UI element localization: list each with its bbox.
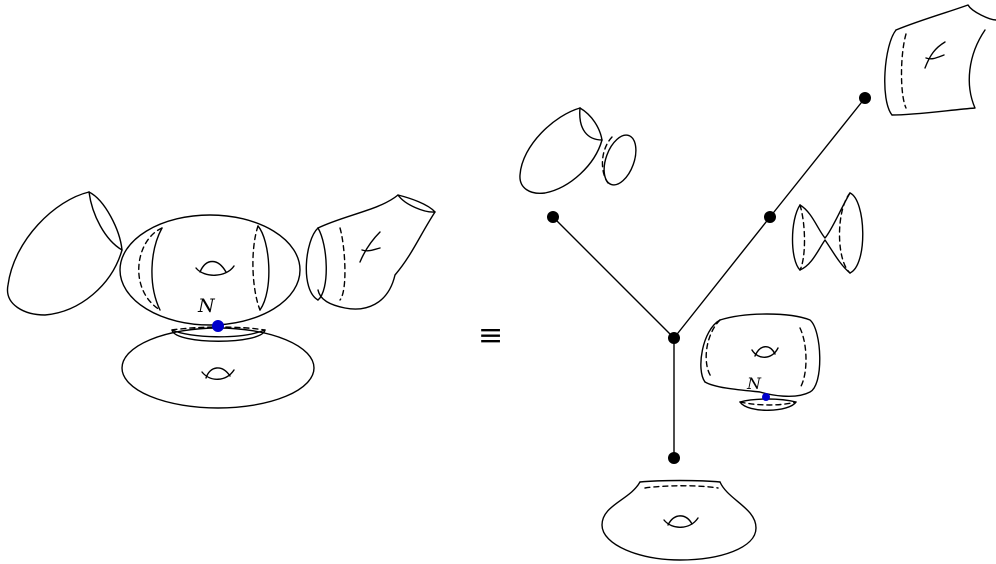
node-point xyxy=(212,320,224,332)
right-tube-component xyxy=(305,194,436,310)
genus-handle-bottom xyxy=(195,265,235,276)
nodal-surface: N xyxy=(6,191,436,409)
handle-curve xyxy=(924,41,946,69)
graph-vertex xyxy=(547,211,559,223)
graph-vertex xyxy=(668,332,680,344)
bottom-genus-piece xyxy=(601,479,757,561)
handle-curve xyxy=(359,231,381,263)
lower-handle-top xyxy=(667,515,693,526)
graph-vertex xyxy=(764,211,776,223)
genus-handle-bottom xyxy=(751,347,779,358)
node-label: N xyxy=(197,295,216,317)
cylinder-piece xyxy=(791,192,864,274)
lower-genus-component xyxy=(121,326,315,409)
left-bowl-component xyxy=(6,191,123,316)
central-genus-component xyxy=(119,214,301,326)
genus-handle-top xyxy=(754,346,776,357)
genus-piece-with-node: N xyxy=(700,313,821,411)
tube-piece xyxy=(884,4,996,116)
handle-curve-2 xyxy=(361,247,381,252)
graph-vertex xyxy=(668,452,680,464)
node-point xyxy=(762,393,770,401)
node-label: N xyxy=(746,374,762,393)
graph-edge xyxy=(769,97,866,218)
graph-edge xyxy=(673,216,771,339)
handle-curve-2 xyxy=(925,54,945,60)
lower-handle-bottom xyxy=(201,369,235,380)
graph-vertex xyxy=(859,92,871,104)
bowl-piece xyxy=(519,107,637,195)
genus-handle-top xyxy=(199,260,227,273)
dual-graph: N xyxy=(519,4,996,561)
lower-handle-top xyxy=(205,367,231,379)
graph-edge xyxy=(552,216,675,339)
lower-handle-bottom xyxy=(663,517,699,528)
equivalence-symbol: ≡ xyxy=(478,318,503,353)
